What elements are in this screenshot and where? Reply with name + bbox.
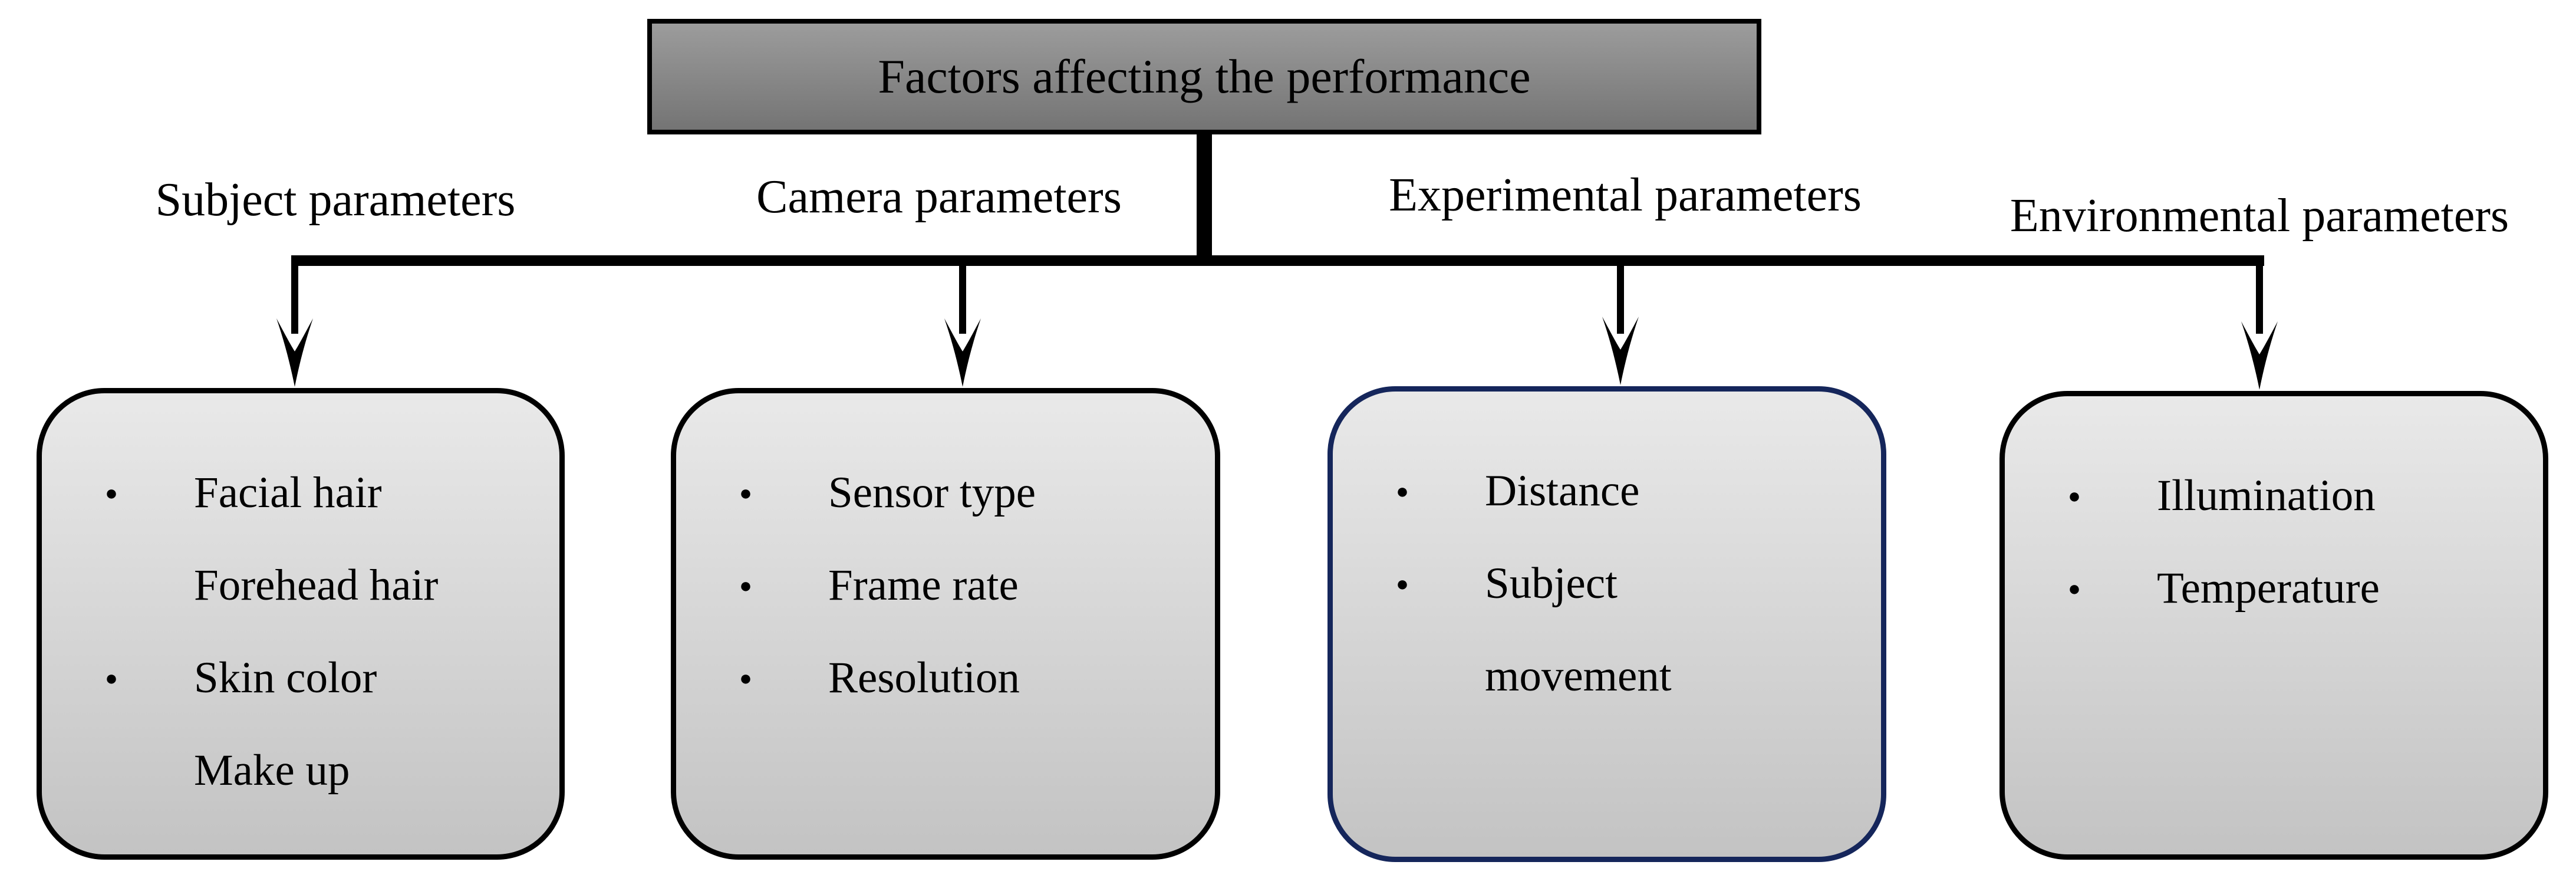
list-item-text: Sensor type (828, 468, 1036, 517)
list-item-text: Facial hair (194, 468, 382, 517)
arrowhead-down-icon (944, 318, 981, 387)
bullet-icon: ● (739, 666, 752, 690)
list-item: ● Facial hair (42, 446, 559, 539)
list-item: ● Skin color (42, 632, 559, 724)
list-item-text: Forehead hair (194, 560, 439, 610)
branch-label-camera: Camera parameters (756, 171, 1122, 223)
branch-label-environmental: Environmental parameters (2010, 190, 2509, 242)
list-item-text: Illumination (2157, 471, 2376, 520)
list-item-text: Frame rate (828, 560, 1019, 610)
list-item: ● Frame rate (676, 539, 1215, 632)
list-item-text: Temperature (2157, 563, 2380, 613)
bullet-icon: ● (105, 666, 118, 690)
bullet-icon: ● (2068, 576, 2081, 600)
list-item-text: Subject (1485, 558, 1618, 608)
list-item: ● Sensor type (676, 446, 1215, 539)
list-item: ● Temperature (2005, 542, 2543, 634)
arrowhead-down-icon (2241, 321, 2278, 390)
list-item-text: Distance (1485, 466, 1640, 515)
trunk-connector (1197, 132, 1212, 258)
arrowhead-down-icon (276, 318, 313, 387)
list-item-text: Skin color (194, 653, 377, 702)
list-item: Make up (42, 724, 559, 817)
bullet-icon: ● (1396, 479, 1409, 503)
bullet-icon: ● (739, 481, 752, 505)
arrowhead-down-icon (1602, 317, 1639, 385)
branch-label-experimental: Experimental parameters (1389, 169, 1862, 221)
list-item: ● Resolution (676, 632, 1215, 724)
branch-stem-environmental (2256, 264, 2263, 334)
bullet-icon: ● (2068, 484, 2081, 508)
experimental-parameters-box: ● Distance ● Subject movement (1327, 386, 1886, 862)
list-item-text: movement (1485, 651, 1672, 700)
bullet-icon: ● (739, 573, 752, 597)
list-item: ● Subject (1333, 537, 1881, 630)
title-text: Factors affecting the performance (878, 50, 1531, 103)
branch-stem-subject (291, 264, 298, 334)
list-item: movement (1333, 630, 1881, 722)
environmental-parameters-box: ● Illumination ● Temperature (1999, 391, 2548, 860)
list-item-text: Resolution (828, 653, 1020, 702)
title-box: Factors affecting the performance (647, 19, 1761, 134)
branch-bar (291, 255, 2264, 266)
list-item: Forehead hair (42, 539, 559, 632)
bullet-icon: ● (105, 481, 118, 505)
list-item-text: Make up (194, 745, 350, 795)
branch-stem-camera (959, 264, 966, 334)
branch-stem-experimental (1617, 264, 1624, 334)
list-item: ● Distance (1333, 445, 1881, 537)
subject-parameters-box: ● Facial hair Forehead hair ● Skin color… (37, 388, 565, 860)
list-item: ● Illumination (2005, 449, 2543, 542)
bullet-icon: ● (1396, 571, 1409, 596)
camera-parameters-box: ● Sensor type ● Frame rate ● Resolution (671, 388, 1220, 860)
branch-label-subject: Subject parameters (155, 174, 516, 226)
